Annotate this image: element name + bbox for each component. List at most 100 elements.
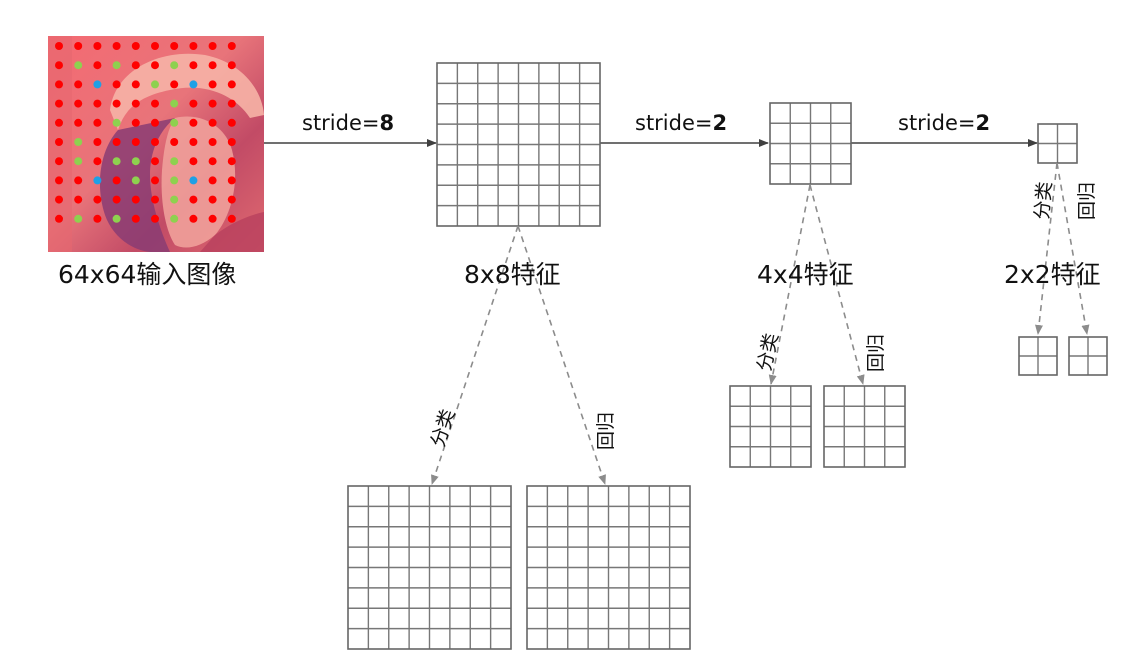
negative-sample-dot xyxy=(74,176,83,185)
stride-label-2: stride=2 xyxy=(635,111,727,135)
negative-sample-dot xyxy=(131,214,140,223)
center-sample-dot xyxy=(93,176,102,185)
negative-sample-dot xyxy=(93,99,102,108)
negative-sample-dot xyxy=(189,118,198,127)
negative-sample-dot xyxy=(131,99,140,108)
grid-border xyxy=(823,385,906,468)
stride-label-3: stride=2 xyxy=(898,111,990,135)
negative-sample-dot xyxy=(55,99,63,108)
negative-sample-dot xyxy=(189,61,198,70)
cls-head-grid-2x2 xyxy=(1018,336,1058,376)
positive-sample-dot xyxy=(112,214,121,223)
negative-sample-dot xyxy=(227,214,236,223)
positive-sample-dot xyxy=(151,80,159,89)
positive-sample-dot xyxy=(74,214,83,223)
positive-sample-dot xyxy=(170,99,179,108)
negative-sample-dot xyxy=(55,214,63,223)
positive-sample-dot xyxy=(131,157,140,166)
grid-border xyxy=(526,485,691,650)
grid-border xyxy=(1018,336,1058,376)
negative-sample-dot xyxy=(208,176,217,185)
cls-label-8: 分类 xyxy=(427,407,460,450)
negative-sample-dot xyxy=(151,157,159,166)
negative-sample-dot xyxy=(208,195,217,204)
reg-head-grid-2x2 xyxy=(1068,336,1108,376)
positive-sample-dot xyxy=(170,118,179,127)
positive-sample-dot xyxy=(170,157,179,166)
negative-sample-dot xyxy=(208,99,217,108)
negative-sample-dot xyxy=(151,176,159,185)
negative-sample-dot xyxy=(151,42,159,50)
negative-sample-dot xyxy=(227,176,236,185)
positive-sample-dot xyxy=(170,61,179,70)
reg-label-8: 回归 xyxy=(595,412,617,450)
negative-sample-dot xyxy=(112,42,121,50)
cls-head-grid-4x4 xyxy=(729,385,812,468)
negative-sample-dot xyxy=(131,138,140,146)
feature-grid-8x8 xyxy=(436,62,601,227)
negative-sample-dot xyxy=(112,195,121,204)
center-sample-dot xyxy=(189,80,198,89)
negative-sample-dot xyxy=(131,42,140,50)
negative-sample-dot xyxy=(227,80,236,89)
negative-sample-dot xyxy=(151,99,159,108)
negative-sample-dot xyxy=(55,118,63,127)
negative-sample-dot xyxy=(74,118,83,127)
positive-sample-dot xyxy=(112,118,121,127)
negative-sample-dot xyxy=(93,195,102,204)
positive-sample-dot xyxy=(170,176,179,185)
negative-sample-dot xyxy=(151,138,159,146)
negative-sample-dot xyxy=(227,61,236,70)
negative-sample-dot xyxy=(151,118,159,127)
negative-sample-dot xyxy=(208,138,217,146)
negative-sample-dot xyxy=(227,138,236,146)
center-sample-dot xyxy=(189,176,198,185)
negative-sample-dot xyxy=(131,118,140,127)
feature-grid-2x2 xyxy=(1037,123,1078,164)
negative-sample-dot xyxy=(55,61,63,70)
stride-label-1: stride=8 xyxy=(302,111,394,135)
negative-sample-dot xyxy=(131,61,140,70)
negative-sample-dot xyxy=(112,176,121,185)
negative-sample-dot xyxy=(151,214,159,223)
negative-sample-dot xyxy=(189,42,198,50)
negative-sample-dot xyxy=(93,138,102,146)
cls-branch-arrow-4 xyxy=(768,184,811,385)
negative-sample-dot xyxy=(74,42,83,50)
negative-sample-dot xyxy=(93,157,102,166)
negative-sample-dot xyxy=(208,214,217,223)
negative-sample-dot xyxy=(189,157,198,166)
positive-sample-dot xyxy=(74,61,83,70)
negative-sample-dot xyxy=(74,80,83,89)
negative-sample-dot xyxy=(189,195,198,204)
negative-sample-dot xyxy=(208,157,217,166)
negative-sample-dot xyxy=(74,99,83,108)
reg-head-grid-8x8 xyxy=(526,485,691,650)
negative-sample-dot xyxy=(227,195,236,204)
feature-grid-4x4 xyxy=(769,102,852,185)
cls-label-2: 分类 xyxy=(1031,181,1056,221)
negative-sample-dot xyxy=(55,138,63,146)
reg-branch-arrow-4 xyxy=(809,184,865,385)
negative-sample-dot xyxy=(227,42,236,50)
negative-sample-dot xyxy=(170,80,179,89)
negative-sample-dot xyxy=(170,138,179,146)
negative-sample-dot xyxy=(112,138,121,146)
negative-sample-dot xyxy=(208,80,217,89)
negative-sample-dot xyxy=(227,157,236,166)
reg-branch-arrow-2 xyxy=(1056,162,1090,335)
negative-sample-dot xyxy=(208,118,217,127)
negative-sample-dot xyxy=(208,42,217,50)
negative-sample-dot xyxy=(170,42,179,50)
center-sample-dot xyxy=(93,80,102,89)
negative-sample-dot xyxy=(131,80,140,89)
reg-label-2: 回归 xyxy=(1076,182,1098,220)
negative-sample-dot xyxy=(55,176,63,185)
positive-sample-dot xyxy=(74,138,83,146)
negative-sample-dot xyxy=(189,138,198,146)
negative-sample-dot xyxy=(93,42,102,50)
negative-sample-dot xyxy=(131,195,140,204)
negative-sample-dot xyxy=(208,61,217,70)
negative-sample-dot xyxy=(112,80,121,89)
positive-sample-dot xyxy=(170,214,179,223)
